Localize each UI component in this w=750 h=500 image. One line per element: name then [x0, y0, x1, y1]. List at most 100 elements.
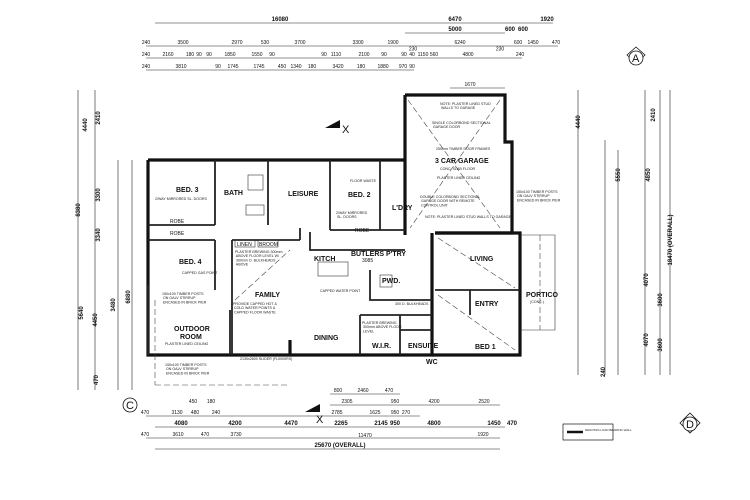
note: CONC. SLAB FLOOR: [440, 167, 476, 171]
dimension-bottom1: 470: [385, 388, 394, 394]
dimension-bottom3: 270: [402, 410, 411, 416]
dimension-left: 4440: [83, 118, 89, 132]
dimension-bottom4: 4200: [228, 421, 242, 427]
dimension-top2: 90: [381, 52, 387, 58]
dimension-bottom4: 2265: [334, 421, 348, 427]
dimension-bottom3: 2785: [331, 410, 342, 416]
dimension-bottom4: 950: [390, 421, 401, 427]
room-outdoor: OUTDOOR: [174, 326, 210, 333]
dimension-bottom5: 1920: [477, 432, 488, 438]
note: PROVIDE CAPPED HOT & COLD WATER POINTS &…: [233, 302, 277, 314]
dimension-bottom2: 950: [391, 399, 400, 405]
dimension-bottom5: 3610: [172, 432, 183, 438]
dimension-top2: 560: [430, 52, 439, 58]
room-entry: ENTRY: [475, 301, 499, 308]
dimension-top0: 16080: [272, 17, 289, 23]
overall-width-dimension: 25670 (OVERALL): [314, 443, 365, 449]
dimension-top3: 180: [357, 64, 366, 70]
dimension-top3: 180: [308, 64, 317, 70]
dimension-bottom5: 11470: [358, 433, 372, 439]
dimension-top0: 5000: [448, 27, 462, 33]
dimension-bottom4: 1450: [487, 421, 501, 427]
svg-text:X: X: [316, 414, 324, 426]
dimension-bottom2: 4200: [428, 399, 439, 405]
note: 2/WAY MIRRORED SL. DOORS: [336, 211, 368, 219]
grid-marker-a: A: [626, 46, 646, 66]
dimension-bottom4: 470: [507, 421, 518, 427]
broom-label: BROOM: [259, 242, 278, 248]
robe-label: ROBE: [170, 219, 185, 225]
dimension-bottom1: 2460: [357, 388, 368, 394]
dimension-bottom4: 2145: [374, 421, 388, 427]
note: PLASTER LINED CEILING: [437, 176, 481, 180]
dimension-top2: 90: [206, 52, 212, 58]
dimension-top2: 90: [401, 52, 407, 58]
dimension-top1: 240: [142, 40, 151, 46]
dimension-right: 4440: [576, 115, 582, 129]
note: 2130x2600 SLIDER (FL0000RS): [240, 357, 292, 361]
room-wir: W.I.R.: [372, 343, 391, 350]
dimension-top_extra: 1670: [464, 82, 475, 88]
dimension-top3: 1745: [253, 64, 264, 70]
dimension-bottom3: 1625: [369, 410, 380, 416]
room-bath: BATH: [224, 190, 243, 197]
linen-label: LINEN: [237, 242, 252, 248]
svg-text:D: D: [686, 419, 694, 431]
dimension-right: 3600: [658, 338, 664, 352]
dimension-top2: 90: [269, 52, 275, 58]
dimension-right: 2410: [651, 108, 657, 122]
dimension-top2: 240: [142, 52, 151, 58]
dimension-top3: 3420: [332, 64, 343, 70]
dimension-top1: 3300: [352, 40, 363, 46]
dimension-right: 3600: [658, 293, 664, 307]
note: 150x100 TIMBER POSTS ON GALV STIRRUP ENC…: [162, 292, 207, 304]
dimension-top2: 2160: [162, 52, 173, 58]
note: PLASTER LINED CEILING: [165, 342, 209, 346]
dimension-top1: 600: [514, 40, 523, 46]
room-garage: 3 CAR GARAGE: [435, 158, 489, 165]
dimension-left: 3480: [111, 298, 117, 312]
note: (CONC.): [530, 300, 544, 304]
dimension-top0: 1920: [540, 17, 554, 23]
dimension-bottom2: 450: [189, 399, 198, 405]
dimension-top3: 1880: [377, 64, 388, 70]
dimension-top3: 1340: [290, 64, 301, 70]
note: 2/WAY MIRRORED SL. DOORS: [155, 197, 207, 201]
dimension-top3: 3810: [175, 64, 186, 70]
dimension-top1: 6240: [454, 40, 465, 46]
note: 150x100 TIMBER POSTS ON GALV STIRRUP ENC…: [165, 363, 210, 375]
note: 250mm TIMBER DOOR FRAMES: [436, 147, 491, 151]
dimension-top1: 230: [496, 47, 505, 53]
dimension-left: 8380: [76, 203, 82, 217]
grid-marker-c: C: [122, 397, 138, 413]
dimension-top3: 450: [278, 64, 287, 70]
note: PLASTER BREWING 300mm ABOVE FLOOR LEVEL: [362, 321, 402, 333]
room-bed2: BED. 2: [348, 192, 371, 199]
room-wc: WC: [426, 359, 438, 366]
section-mark-bottom: X: [305, 404, 324, 426]
room-outdoor-2: ROOM: [180, 334, 202, 341]
note: CAPPED WATER POINT: [320, 289, 361, 293]
dimension-top1: 1450: [527, 40, 538, 46]
dimension-top1: 3500: [177, 40, 188, 46]
robe-label: ROBE: [170, 231, 185, 237]
dimension-top1: 470: [552, 40, 561, 46]
dimension-left: 3340: [96, 228, 102, 242]
dimension-bottom5: 470: [201, 432, 210, 438]
dimension-top1: 2970: [231, 40, 242, 46]
dimension-bottom2: 2520: [478, 399, 489, 405]
dimension-left: 470: [94, 374, 100, 385]
room-leisure: LEISURE: [288, 191, 319, 198]
note: NOTE: PLASTER LINED STUD WALLS TO GARAGE: [425, 215, 512, 219]
dimension-top1: 1900: [387, 40, 398, 46]
note: DOUBLE COLORBOND SECTIONAL GARAGE DOOR W…: [420, 195, 480, 207]
dimension-bottom4: 4800: [427, 421, 441, 427]
room-powder: PWD.: [382, 278, 400, 285]
room-living: LIVING: [470, 256, 494, 263]
dimension-bottom2: 2305: [341, 399, 352, 405]
room-laundry: L'DRY: [392, 205, 413, 212]
room-butlers-pantry: BUTLERS P'TRY: [351, 251, 406, 258]
room-kitchen: KITCH: [314, 256, 335, 263]
